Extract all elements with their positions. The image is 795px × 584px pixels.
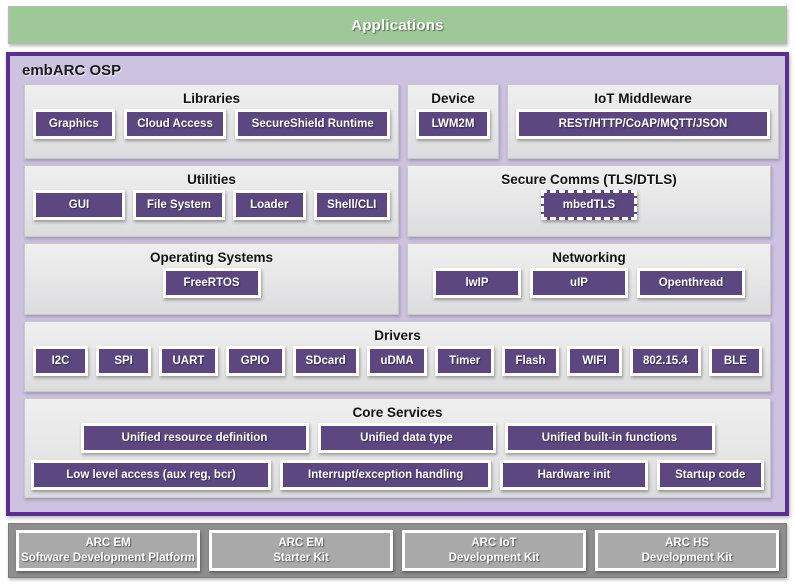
chip-interrupt-exception-handling[interactable]: Interrupt/exception handling <box>279 460 492 490</box>
chip-hardware-init[interactable]: Hardware init <box>500 460 648 490</box>
chip-unified-data-type[interactable]: Unified data type <box>317 423 496 453</box>
group-secure-comms: Secure Comms (TLS/DTLS) mbedTLS <box>407 165 771 237</box>
chip-spi[interactable]: SPI <box>96 346 152 376</box>
group-title-networking: Networking <box>552 250 626 265</box>
chip-lwm2m[interactable]: LWM2M <box>416 109 490 139</box>
chip-gpio[interactable]: GPIO <box>225 346 285 376</box>
group-title-device: Device <box>431 91 475 106</box>
group-operating-systems: Operating Systems FreeRTOS <box>24 243 399 315</box>
chip-udma[interactable]: uDMA <box>366 346 428 376</box>
group-title-libraries: Libraries <box>182 91 241 106</box>
chip-uart[interactable]: UART <box>159 346 218 376</box>
board-arc-iot-dev-kit[interactable]: ARC IoT Development Kit <box>402 530 586 571</box>
chip-list-iot-middleware: REST/HTTP/CoAP/MQTT/JSON <box>508 109 778 139</box>
group-device: Device LWM2M <box>407 84 499 159</box>
chip-list-secure-comms: mbedTLS <box>408 190 770 220</box>
chip-i2c[interactable]: I2C <box>33 346 89 376</box>
board-arc-em-sdp[interactable]: ARC EM Software Development Platform <box>16 530 200 571</box>
chip-lwip[interactable]: lwIP <box>433 268 521 298</box>
chip-list-utilities: GUI File System Loader Shell/CLI <box>25 190 398 220</box>
chip-802-15-4[interactable]: 802.15.4 <box>629 346 701 376</box>
chip-file-system[interactable]: File System <box>132 190 225 220</box>
group-title-utilities: Utilities <box>187 172 236 187</box>
chip-ble[interactable]: BLE <box>708 346 762 376</box>
osp-body: Libraries Graphics Cloud Access SecureSh… <box>24 84 779 502</box>
board-line1: ARC HS <box>664 536 710 549</box>
applications-label: Applications <box>351 16 444 34</box>
chip-sdcard[interactable]: SDcard <box>292 346 359 376</box>
chip-loader[interactable]: Loader <box>232 190 306 220</box>
chip-unified-built-in-functions[interactable]: Unified built-in functions <box>504 423 715 453</box>
board-line1: ARC IoT <box>471 536 517 549</box>
chip-cloud-access[interactable]: Cloud Access <box>123 109 227 139</box>
chip-rest-http-coap-mqtt-json[interactable]: REST/HTTP/CoAP/MQTT/JSON <box>516 109 770 139</box>
embarc-osp-frame: embARC OSP Libraries Graphics Cloud Acce… <box>6 52 789 516</box>
board-arc-em-starter-kit[interactable]: ARC EM Starter Kit <box>209 530 393 571</box>
group-title-operating-systems: Operating Systems <box>149 250 274 265</box>
chip-list-device: LWM2M <box>408 109 498 139</box>
chip-list-libraries: Graphics Cloud Access SecureShield Runti… <box>25 109 398 139</box>
chip-graphics[interactable]: Graphics <box>33 109 115 139</box>
board-line2: Development Kit <box>641 551 733 564</box>
chip-list-core-services-row1: Unified resource definition Unified data… <box>25 423 770 453</box>
row-operating-systems: Operating Systems FreeRTOS Networking lw… <box>24 243 771 315</box>
board-line2: Starter Kit <box>273 551 329 564</box>
chip-mbedtls[interactable]: mbedTLS <box>541 190 637 220</box>
group-title-secure-comms: Secure Comms (TLS/DTLS) <box>501 172 677 187</box>
chip-list-networking: lwIP uIP Openthread <box>408 268 770 298</box>
board-line2: Software Development Platform <box>21 551 195 564</box>
chip-timer[interactable]: Timer <box>435 346 495 376</box>
row-core-services: Core Services Unified resource definitio… <box>24 398 771 498</box>
chip-openthread[interactable]: Openthread <box>637 268 745 298</box>
group-networking: Networking lwIP uIP Openthread <box>407 243 771 315</box>
group-title-drivers: Drivers <box>374 328 421 343</box>
row-libraries: Libraries Graphics Cloud Access SecureSh… <box>24 84 779 159</box>
board-line1: ARC EM <box>85 536 131 549</box>
board-line2: Development Kit <box>448 551 540 564</box>
chip-freertos[interactable]: FreeRTOS <box>162 268 261 298</box>
group-core-services: Core Services Unified resource definitio… <box>24 398 771 498</box>
row-drivers: Drivers I2C SPI UART GPIO SDcard uDMA Ti… <box>24 321 771 392</box>
chip-unified-resource-definition[interactable]: Unified resource definition <box>80 423 309 453</box>
embarc-osp-title: embARC OSP <box>22 62 122 79</box>
board-arc-hs-dev-kit[interactable]: ARC HS Development Kit <box>595 530 779 571</box>
chip-wifi[interactable]: WIFI <box>566 346 622 376</box>
hardware-boards-band: ARC EM Software Development Platform ARC… <box>8 523 787 578</box>
row-utilities: Utilities GUI File System Loader Shell/C… <box>24 165 771 237</box>
chip-low-level-access[interactable]: Low level access (aux reg, bcr) <box>31 460 271 490</box>
group-title-core-services: Core Services <box>352 405 443 420</box>
chip-list-core-services-row2: Low level access (aux reg, bcr) Interrup… <box>25 460 770 490</box>
group-drivers: Drivers I2C SPI UART GPIO SDcard uDMA Ti… <box>24 321 771 392</box>
chip-shell-cli[interactable]: Shell/CLI <box>313 190 390 220</box>
chip-list-operating-systems: FreeRTOS <box>25 268 398 298</box>
group-title-iot-middleware: IoT Middleware <box>594 91 692 106</box>
board-line1: ARC EM <box>278 536 324 549</box>
chip-flash[interactable]: Flash <box>502 346 559 376</box>
chip-list-drivers: I2C SPI UART GPIO SDcard uDMA Timer Flas… <box>25 346 770 376</box>
group-utilities: Utilities GUI File System Loader Shell/C… <box>24 165 399 237</box>
chip-startup-code[interactable]: Startup code <box>656 460 764 490</box>
chip-secureshield-runtime[interactable]: SecureShield Runtime <box>235 109 390 139</box>
group-libraries: Libraries Graphics Cloud Access SecureSh… <box>24 84 399 159</box>
chip-gui[interactable]: GUI <box>33 190 125 220</box>
group-iot-middleware: IoT Middleware REST/HTTP/CoAP/MQTT/JSON <box>507 84 779 159</box>
chip-uip[interactable]: uIP <box>530 268 628 298</box>
applications-band: Applications <box>8 6 787 44</box>
